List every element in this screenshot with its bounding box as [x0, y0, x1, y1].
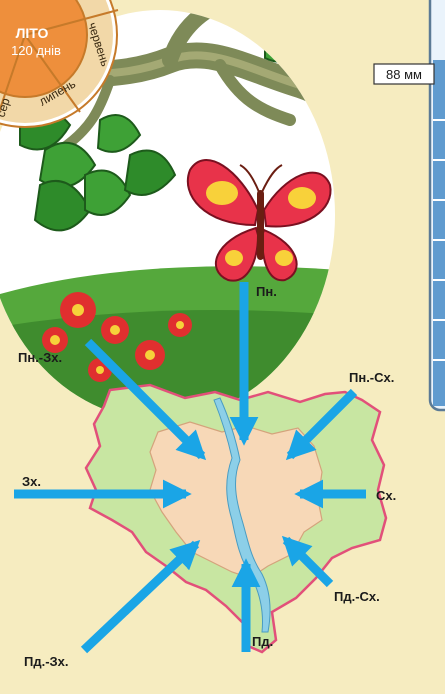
rain-gauge: 88 мм [373, 0, 445, 412]
season-name: ЛІТО [16, 25, 49, 41]
label-east: Сх. [376, 488, 396, 503]
label-northeast: Пн.-Сх. [349, 370, 394, 385]
season-duration: 120 днів [11, 43, 61, 58]
label-northwest: Пн.-Зх. [18, 350, 62, 365]
flowers [42, 292, 192, 382]
wind-arrow-northwest [84, 338, 207, 461]
label-north: Пн. [256, 284, 277, 299]
label-west: Зх. [22, 474, 41, 489]
wind-arrow-southwest [80, 540, 201, 654]
wind-arrows [14, 282, 366, 654]
wind-arrow-southeast [281, 535, 334, 588]
summer-scene [0, 10, 335, 420]
butterfly-illustration [186, 159, 332, 282]
rain-gauge-reading: 88 мм [386, 67, 422, 82]
region-map [84, 383, 388, 654]
wind-direction-labels: Пн. Пн.-Сх. Сх. Пд.-Сх. Пд. Пд.-Зх. Зх. … [18, 284, 396, 669]
label-southeast: Пд.-Сх. [334, 589, 380, 604]
label-south: Пд. [252, 634, 273, 649]
wind-arrow-northeast [285, 388, 358, 461]
label-southwest: Пд.-Зх. [24, 654, 69, 669]
season-wheel: ЛІТО 120 днів червень липень сер [0, 0, 119, 128]
